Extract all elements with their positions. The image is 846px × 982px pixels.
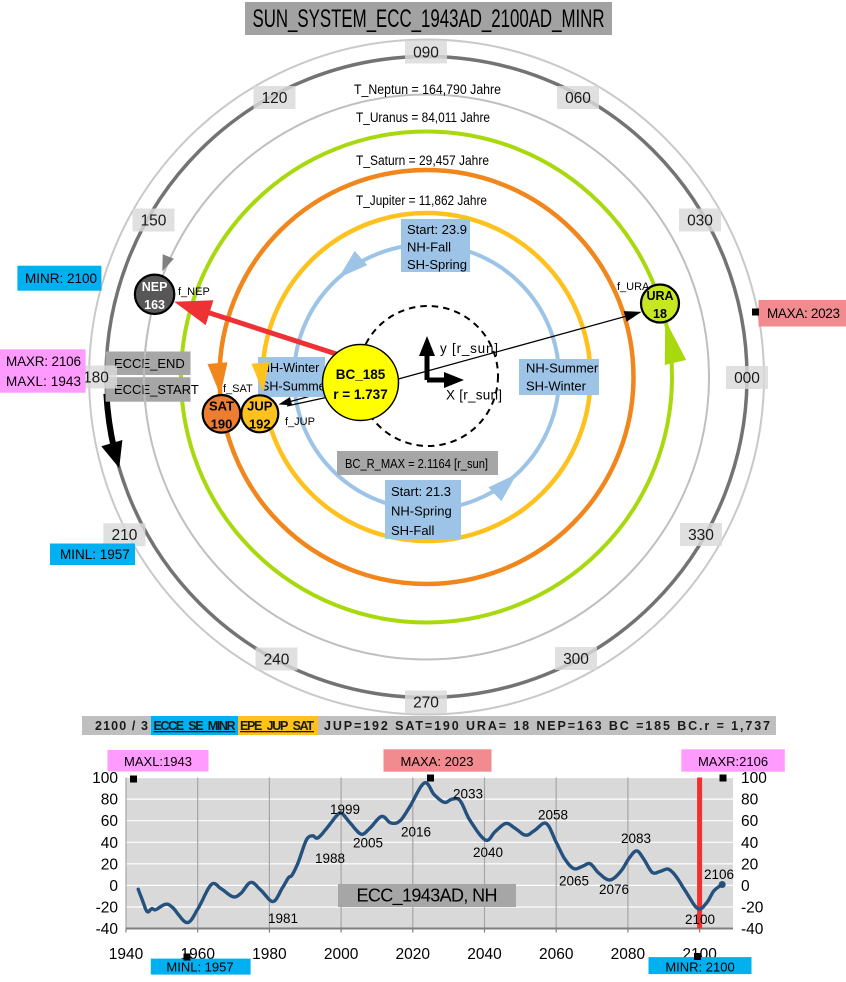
svg-text:T_Neptun = 164,790 Jahre: T_Neptun = 164,790 Jahre — [354, 82, 501, 97]
svg-text:MAXA: 2023: MAXA: 2023 — [401, 754, 474, 769]
svg-text:ECCE_SE_MINR: ECCE_SE_MINR — [154, 719, 236, 733]
svg-text:EPE_JUP_SAT: EPE_JUP_SAT — [240, 719, 314, 733]
svg-text:2100 / 3: 2100 / 3 — [95, 719, 148, 733]
svg-text:NH-Fall: NH-Fall — [407, 240, 451, 255]
svg-text:SH-Spring: SH-Spring — [407, 257, 467, 272]
svg-text:120: 120 — [262, 90, 288, 107]
svg-text:0: 0 — [109, 878, 118, 895]
svg-text:SH-Winter: SH-Winter — [526, 379, 587, 394]
svg-text:2060: 2060 — [539, 946, 574, 963]
svg-text:0: 0 — [741, 878, 750, 895]
svg-text:270: 270 — [413, 695, 439, 712]
svg-text:BC_R_MAX = 2.1164 [r_sun]: BC_R_MAX = 2.1164 [r_sun] — [345, 456, 488, 471]
svg-text:1981: 1981 — [268, 911, 298, 926]
svg-text:f_NEP: f_NEP — [178, 286, 210, 298]
svg-text:2016: 2016 — [401, 825, 431, 840]
svg-text:2100: 2100 — [685, 912, 715, 927]
svg-text:-20: -20 — [741, 900, 764, 917]
svg-text:163: 163 — [144, 298, 165, 312]
svg-text:y [r_sun]: y [r_sun] — [440, 341, 498, 356]
svg-text:f_SAT: f_SAT — [223, 383, 253, 395]
svg-text:2000: 2000 — [324, 946, 359, 963]
svg-text:2076: 2076 — [599, 882, 629, 897]
svg-text:1999: 1999 — [330, 802, 360, 817]
svg-text:60: 60 — [101, 813, 119, 830]
svg-text:330: 330 — [688, 527, 714, 544]
svg-text:80: 80 — [741, 792, 759, 809]
svg-text:MINL: 1957: MINL: 1957 — [60, 547, 130, 562]
svg-text:000: 000 — [734, 370, 760, 387]
svg-text:-40: -40 — [96, 921, 119, 938]
svg-text:f_JUP: f_JUP — [285, 416, 315, 428]
svg-text:MAXL:1943: MAXL:1943 — [124, 754, 192, 769]
svg-text:2005: 2005 — [353, 836, 383, 851]
svg-text:ECC_1943AD, NH: ECC_1943AD, NH — [357, 886, 498, 907]
svg-text:URA: URA — [646, 289, 673, 303]
svg-text:100: 100 — [741, 770, 767, 787]
svg-text:MINL: 1957: MINL: 1957 — [166, 960, 233, 975]
svg-text:ECCE_START: ECCE_START — [114, 382, 199, 397]
svg-text:r = 1.737: r = 1.737 — [333, 387, 387, 402]
svg-text:MAXL: 1943: MAXL: 1943 — [6, 374, 81, 389]
svg-text:MAXA: 2023: MAXA: 2023 — [767, 306, 840, 321]
svg-text:2040: 2040 — [467, 946, 502, 963]
svg-text:2065: 2065 — [559, 873, 589, 888]
svg-text:SUN_SYSTEM_ECC_1943AD_2100AD_M: SUN_SYSTEM_ECC_1943AD_2100AD_MINR — [253, 5, 605, 33]
svg-text:192: 192 — [249, 416, 271, 431]
svg-text:NEP: NEP — [142, 280, 168, 294]
svg-text:030: 030 — [687, 213, 713, 230]
svg-text:SH-Fall: SH-Fall — [391, 523, 434, 538]
svg-text:090: 090 — [413, 45, 439, 62]
svg-text:40: 40 — [101, 835, 119, 852]
svg-text:ECCE_END: ECCE_END — [114, 356, 185, 371]
svg-text:MINR: 2100: MINR: 2100 — [665, 960, 734, 975]
svg-text:Start: 21.3: Start: 21.3 — [391, 484, 451, 499]
svg-text:MAXR: 2106: MAXR: 2106 — [6, 354, 81, 369]
svg-text:JUP: JUP — [247, 398, 273, 413]
svg-text:20: 20 — [101, 856, 119, 873]
svg-text:-40: -40 — [741, 921, 764, 938]
svg-text:100: 100 — [92, 770, 118, 787]
svg-text:NH-Winter: NH-Winter — [261, 361, 319, 375]
svg-text:2106: 2106 — [704, 867, 734, 882]
svg-text:240: 240 — [264, 652, 290, 669]
svg-text:SAT: SAT — [209, 398, 234, 413]
svg-text:300: 300 — [563, 651, 589, 668]
svg-text:180: 180 — [83, 370, 109, 387]
svg-text:X [r_sun]: X [r_sun] — [446, 388, 502, 403]
svg-text:210: 210 — [111, 527, 137, 544]
svg-text:f_URA: f_URA — [617, 281, 650, 293]
svg-text:2020: 2020 — [396, 946, 431, 963]
svg-text:BC_185: BC_185 — [336, 367, 386, 382]
svg-text:-20: -20 — [96, 900, 119, 917]
svg-text:T_Jupiter = 11,862 Jahre: T_Jupiter = 11,862 Jahre — [356, 193, 487, 208]
svg-text:MAXR:2106: MAXR:2106 — [698, 754, 768, 769]
svg-text:80: 80 — [101, 792, 119, 809]
svg-text:1980: 1980 — [252, 946, 287, 963]
svg-text:18: 18 — [653, 307, 667, 321]
svg-text:2080: 2080 — [611, 946, 646, 963]
svg-text:1940: 1940 — [109, 946, 144, 963]
svg-text:40: 40 — [741, 835, 759, 852]
svg-text:20: 20 — [741, 856, 759, 873]
svg-text:1988: 1988 — [315, 851, 345, 866]
svg-text:150: 150 — [141, 213, 167, 230]
svg-text:T_Uranus = 84,011 Jahre: T_Uranus = 84,011 Jahre — [356, 110, 490, 125]
svg-text:60: 60 — [741, 813, 759, 830]
svg-text:2040: 2040 — [473, 845, 503, 860]
svg-text:MINR: 2100: MINR: 2100 — [25, 271, 97, 286]
svg-text:Start: 23.9: Start: 23.9 — [407, 222, 467, 237]
svg-text:2083: 2083 — [621, 831, 651, 846]
svg-text:SH-Summer: SH-Summer — [261, 380, 330, 394]
svg-text:2033: 2033 — [453, 787, 483, 802]
svg-text:060: 060 — [565, 90, 591, 107]
svg-text:2058: 2058 — [538, 807, 568, 822]
svg-text:190: 190 — [211, 416, 233, 431]
svg-text:T_Saturn = 29,457 Jahre: T_Saturn = 29,457 Jahre — [356, 153, 489, 168]
svg-text:NH-Spring: NH-Spring — [391, 504, 452, 519]
svg-text:NH-Summer: NH-Summer — [526, 361, 599, 376]
